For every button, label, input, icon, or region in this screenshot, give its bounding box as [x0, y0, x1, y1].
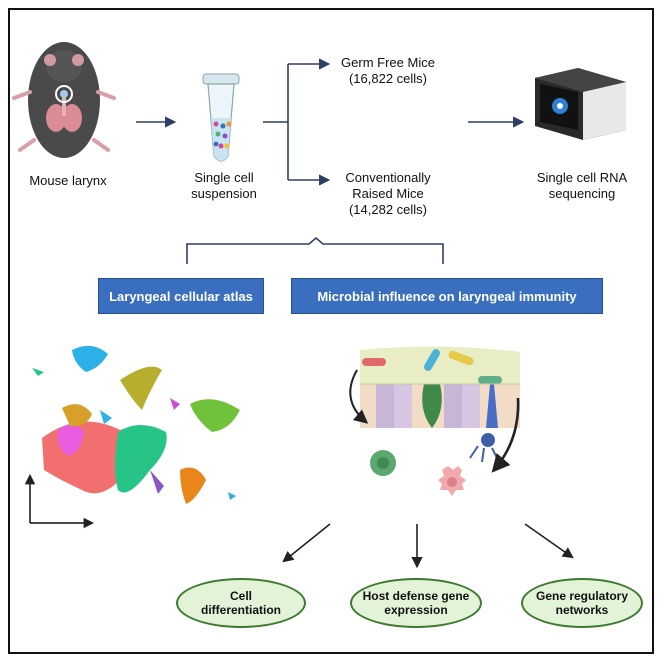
arrow-to-gene-networks [524, 523, 574, 559]
sequencing-label: Single cell RNA sequencing [536, 170, 628, 201]
suspension-label: Single cell suspension [191, 170, 257, 201]
mouse-illustration [12, 42, 116, 158]
microtube-icon [202, 73, 240, 162]
aim-microbial-button: Microbial influence on laryngeal immunit… [291, 278, 603, 314]
epithelium-illustration [349, 346, 520, 496]
sequencer-icon [535, 68, 626, 140]
bracket [186, 236, 444, 264]
aim-atlas-button: Laryngeal cellular atlas [98, 278, 264, 314]
arrow-to-differentiation [282, 523, 331, 563]
germ-free-label: Germ Free Mice (16,822 cells) [341, 55, 435, 86]
mouse-larynx-label: Mouse larynx [29, 173, 107, 188]
figure-frame [8, 8, 654, 654]
conventional-label: Conventionally Raised Mice (14,282 cells… [345, 170, 431, 217]
umap-scatter [32, 345, 240, 504]
